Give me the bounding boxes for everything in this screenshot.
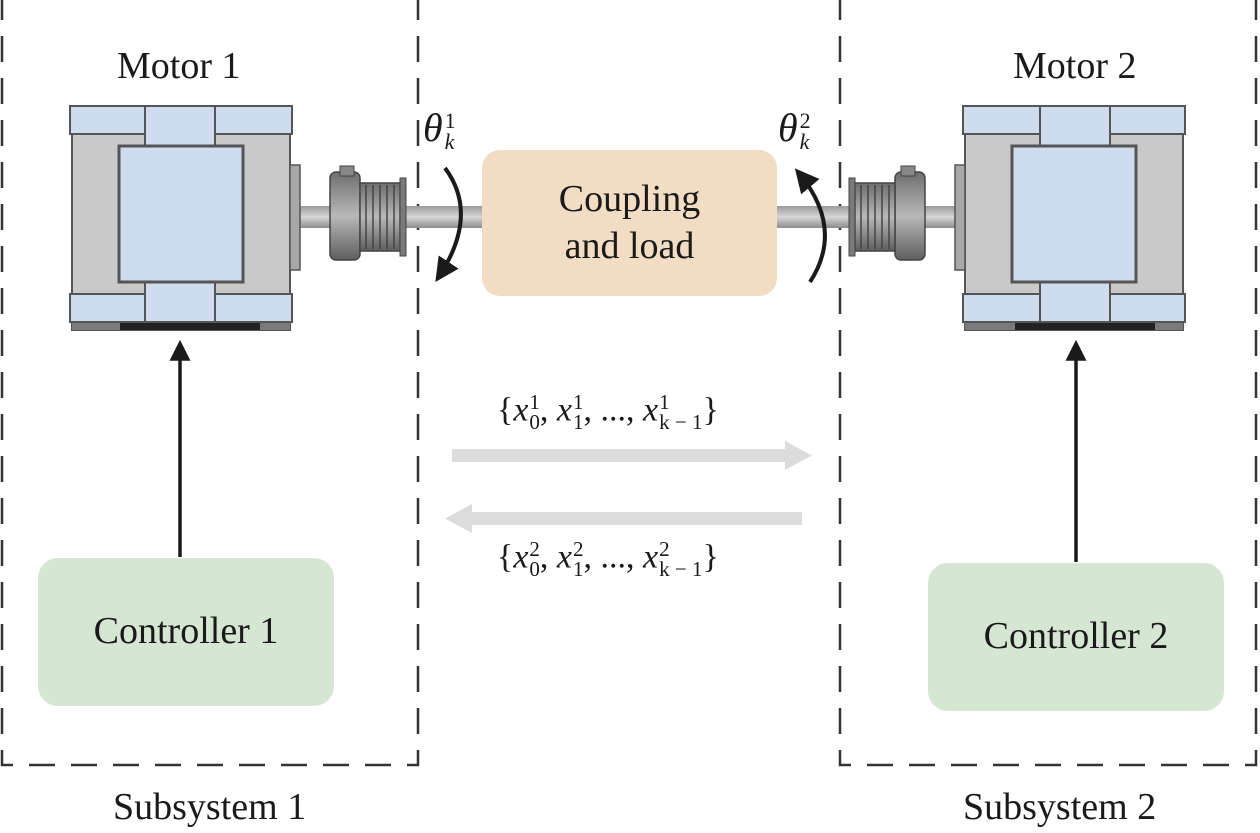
bwd-sup-0: 2 (529, 537, 540, 561)
bwd-var-last: x (643, 538, 659, 576)
bwd-sub-last: k − 1 (659, 556, 703, 581)
bwd-sub-1: 1 (573, 556, 584, 581)
motor-2-label: Motor 2 (1013, 45, 1137, 87)
bwd-var-1: x (556, 538, 573, 576)
fwd-sup-1: 1 (573, 390, 584, 414)
fwd-var-last: x (643, 391, 659, 429)
theta-1-sub: k (444, 128, 455, 154)
controller-1-label: Controller 1 (93, 610, 279, 653)
motor-1-icon (69, 105, 301, 331)
fwd-var-0: x (513, 391, 529, 429)
theta-2-symbol: θ (778, 105, 798, 150)
subsystem-1-boundary (0, 0, 420, 767)
pulley-left-icon (329, 165, 407, 261)
bwd-sup-last: 2 (659, 537, 670, 561)
bwd-sub-0: 0 (529, 556, 540, 581)
bwd-ellipsis: ..., (600, 538, 635, 576)
subsystem-2-boundary (838, 0, 1258, 767)
bwd-sup-1: 2 (573, 537, 584, 561)
fwd-sup-last: 1 (659, 390, 670, 414)
fwd-sub-0: 0 (529, 409, 540, 434)
controller-2-box (928, 563, 1224, 711)
fwd-sub-1: 1 (573, 409, 584, 434)
theta-1-symbol: θ (423, 105, 443, 150)
fwd-var-1: x (556, 391, 573, 429)
pulley-right-icon (848, 165, 926, 261)
theta-1-sup: 1 (444, 107, 456, 133)
controller-2-label: Controller 2 (983, 615, 1169, 658)
subsystem-1-label: Subsystem 1 (113, 786, 307, 828)
exchange-arrow-backward (445, 504, 802, 533)
motor-2-icon (954, 105, 1186, 331)
fwd-sub-last: k − 1 (659, 409, 703, 434)
theta-2-sup: 2 (799, 107, 811, 133)
rotation-arrow-right (794, 168, 827, 284)
theta-2-sub: k (799, 128, 810, 154)
controller-1-box (38, 558, 334, 706)
fwd-sup-0: 1 (529, 390, 540, 414)
fwd-ellipsis: ..., (600, 391, 635, 429)
motor-1-label: Motor 1 (117, 45, 241, 87)
coupling-label-line2: and load (564, 225, 695, 267)
coupling-label-line1: Coupling (558, 177, 701, 220)
subsystem-2-label: Subsystem 2 (963, 786, 1157, 828)
rotation-arrow-left (435, 166, 463, 282)
bwd-var-0: x (513, 538, 529, 576)
coupling-box (482, 150, 777, 296)
coupling-label: Coupling and load (482, 150, 777, 296)
exchange-arrow-forward (452, 441, 812, 470)
